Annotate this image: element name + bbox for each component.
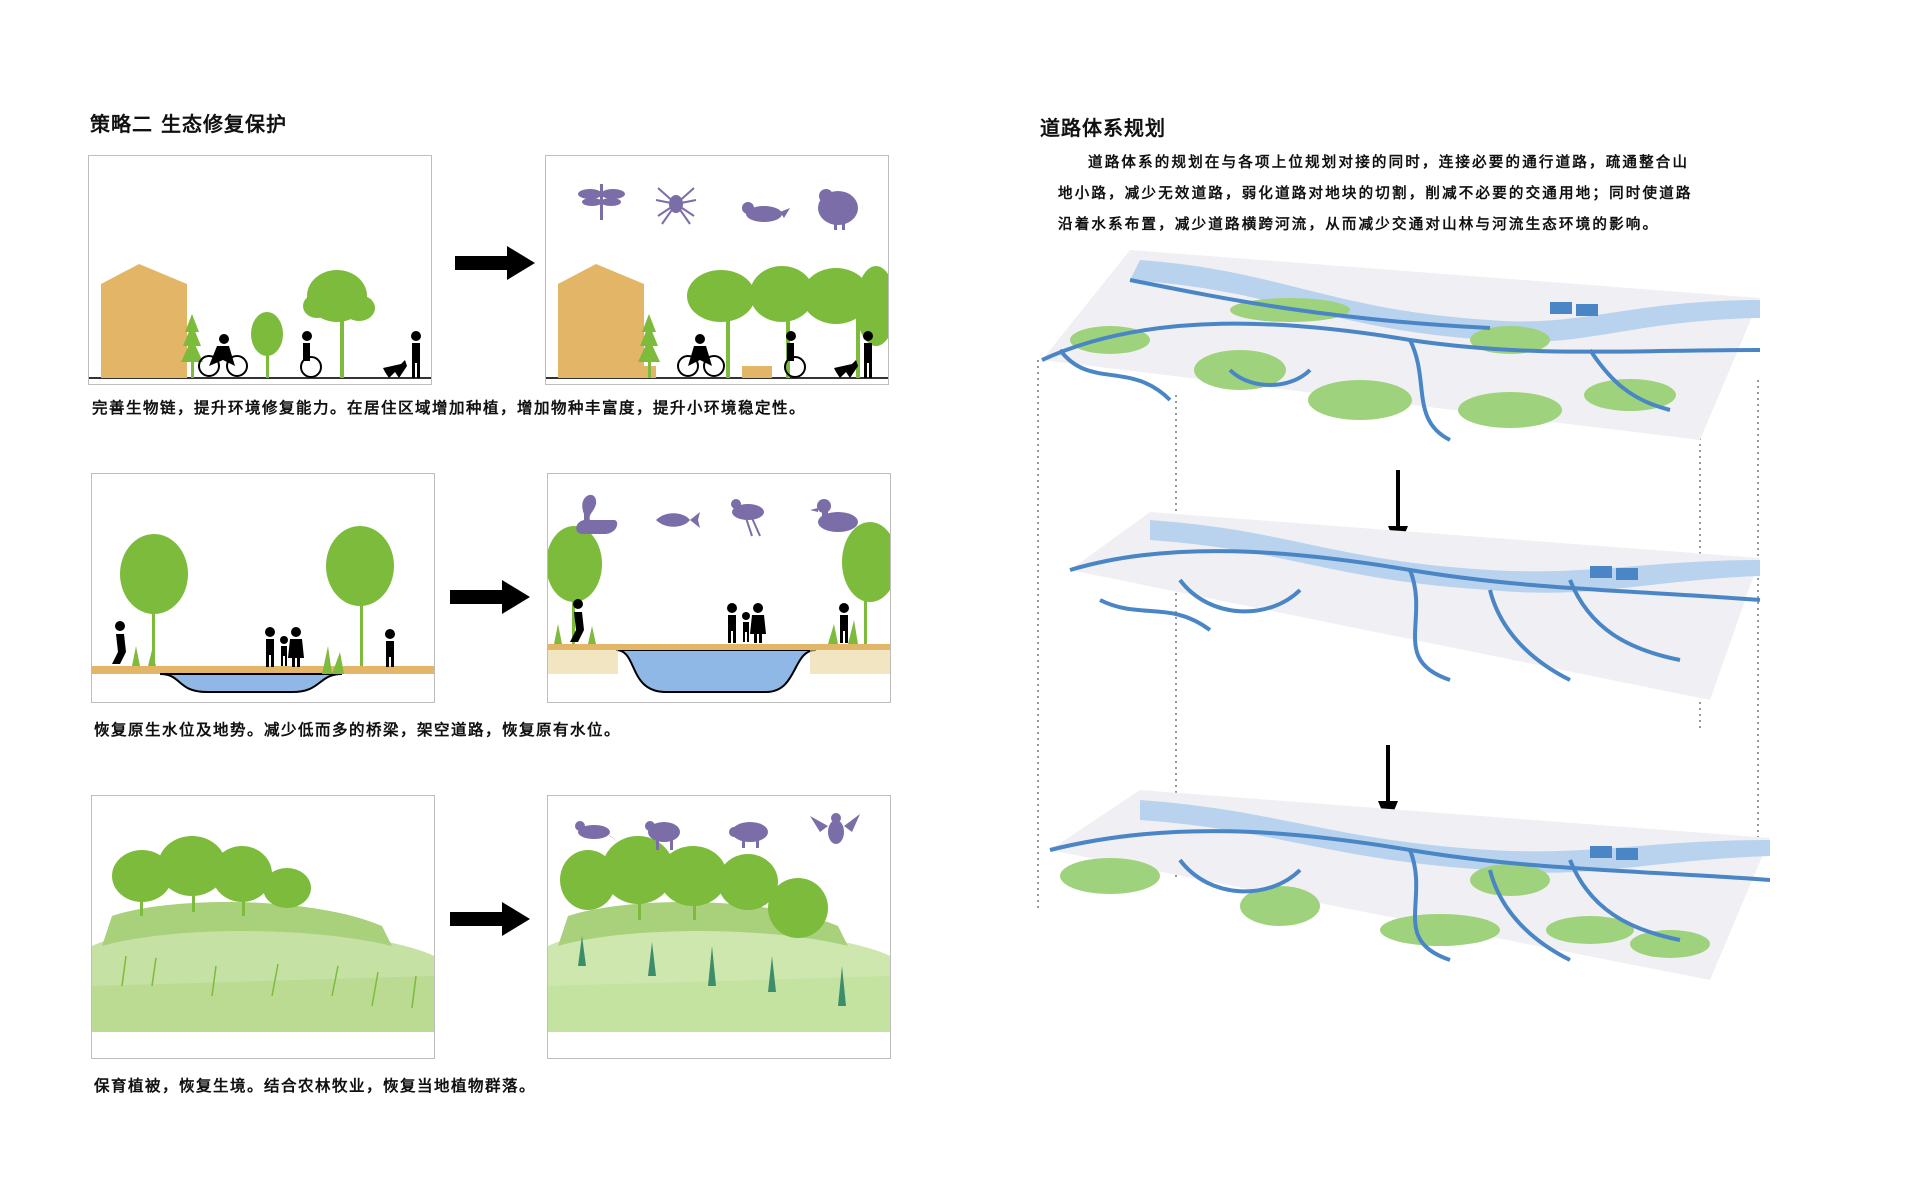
vegetation-after-panel [547,795,891,1059]
biodiversity-after-panel [545,155,889,385]
strategy-heading: 策略二 生态修复保护 [90,112,287,136]
map-layer-bottom [1049,790,1770,980]
spider-icon [655,187,697,225]
row3-caption: 保育植被，恢复生境。结合农林牧业，恢复当地植物群落。 [94,1077,537,1095]
dragonfly-icon [578,184,625,220]
biodiversity-before-panel [88,155,432,385]
row1-caption: 完善生物链，提升环境修复能力。在居住区域增加种植，增加物种丰富度，提升小环境稳定… [92,399,807,417]
otter-icon [575,821,618,842]
fish-icon [656,512,700,528]
boar-icon [729,822,768,848]
duck-icon [810,499,858,532]
house-shape [101,264,187,378]
sheep-icon [645,821,680,850]
bird-icon [742,202,790,222]
water-level-before-panel [91,473,435,703]
road-system-paragraph: 道路体系的规划在与各项上位规划对接的同时，连接必要的通行道路，疏通整合山 地小路… [1058,148,1778,241]
paragraph-line: 地小路，减少无效道路，弱化道路对地块的切割，削减不必要的交通用地；同时使道路 [1058,186,1693,202]
water-level-after-panel [547,473,891,703]
eagle-icon [810,813,860,844]
arrow-right-icon [455,246,535,280]
map-layer-middle [1069,512,1761,700]
vegetation-before-panel [91,795,435,1059]
arrow-right-icon [450,902,530,936]
layered-maps-diagram [1037,250,1770,980]
map-layer-top [1041,250,1761,442]
heron-icon [731,499,764,537]
row2-caption: 恢复原生水位及地势。减少低而多的桥梁，架空道路，恢复原有水位。 [94,721,622,739]
paragraph-line: 道路体系的规划在与各项上位规划对接的同时，连接必要的通行道路，疏通整合山 [1088,155,1690,171]
turkey-icon [818,189,858,230]
swan-icon [576,494,618,534]
paragraph-line: 沿着水系布置，减少道路横跨河流，从而减少交通对山林与河流生态环境的影响。 [1058,217,1660,233]
road-system-heading: 道路体系规划 [1040,116,1166,140]
arrow-right-icon [450,580,530,614]
